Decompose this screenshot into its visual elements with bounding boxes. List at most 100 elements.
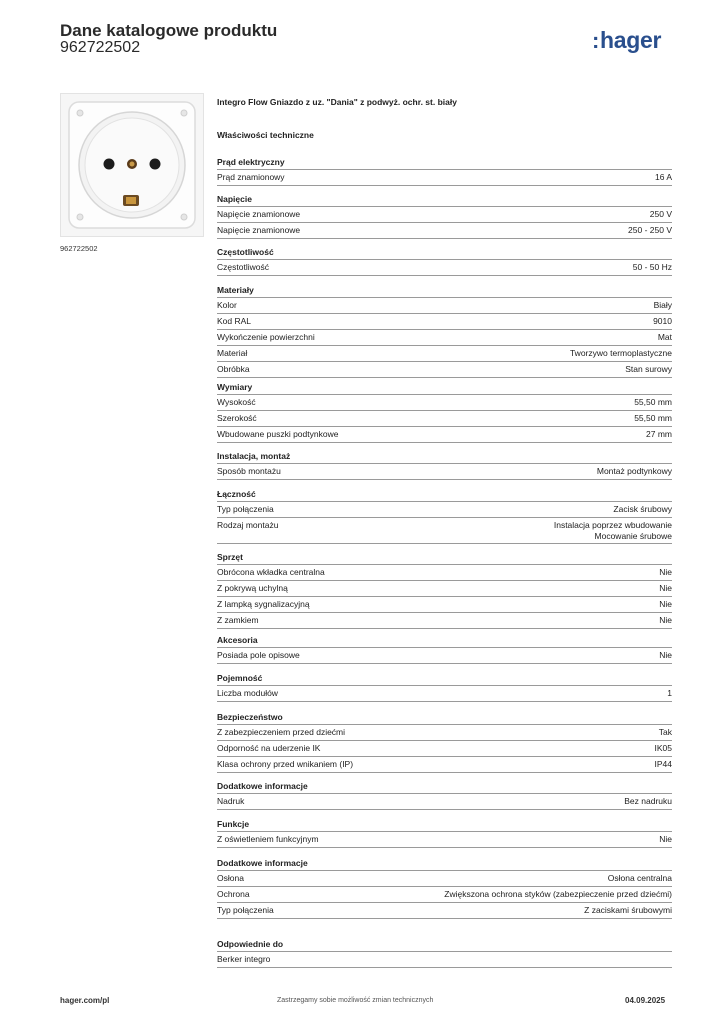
table-row: Szerokość 55,50 mm: [217, 411, 672, 427]
row-label: Rodzaj montażu: [217, 520, 279, 530]
section-title: Prąd elektryczny: [217, 155, 672, 170]
section-title: Sprzęt: [217, 550, 672, 565]
image-caption: 962722502: [60, 244, 98, 253]
row-value: 55,50 mm: [634, 413, 672, 423]
row-value: 27 mm: [646, 429, 672, 439]
row-value: Nie: [659, 650, 672, 660]
table-row: Wysokość 55,50 mm: [217, 395, 672, 411]
row-label: Ochrona: [217, 889, 250, 899]
row-label: Odporność na uderzenie IK: [217, 743, 321, 753]
product-image: [60, 93, 204, 237]
section-title: Łączność: [217, 487, 672, 502]
row-label: Materiał: [217, 348, 248, 358]
row-label: Sposób montażu: [217, 466, 281, 476]
row-label: Klasa ochrony przed wnikaniem (IP): [217, 759, 354, 769]
properties-title: Właściwości techniczne: [217, 130, 314, 140]
row-value: Z zaciskami śrubowymi: [584, 905, 672, 915]
product-title: Integro Flow Gniazdo z uz. "Dania" z pod…: [217, 97, 457, 107]
row-label: Osłona: [217, 873, 244, 883]
row-value: 250 - 250 V: [628, 225, 672, 235]
row-label: Berker integro: [217, 954, 271, 964]
row-label: Wbudowane puszki podtynkowe: [217, 429, 339, 439]
table-row: Rodzaj montażu Instalacja poprzez wbudowa…: [217, 518, 672, 544]
row-label: Wysokość: [217, 397, 256, 407]
row-value: Osłona centralna: [607, 873, 672, 883]
row-value: Montaż podtynkowy: [596, 466, 672, 476]
row-value: Stan surowy: [625, 364, 672, 374]
section-functions: Funkcje Z oświetleniem funkcyjnym Nie: [217, 817, 672, 848]
row-label: Liczba modułów: [217, 688, 278, 698]
row-label: Napięcie znamionowe: [217, 225, 301, 235]
table-row: Z lampką sygnalizacyjną Nie: [217, 597, 672, 613]
logo-text: hager: [600, 27, 662, 53]
section-title: Dodatkowe informacje: [217, 779, 672, 794]
row-value: 1: [667, 688, 672, 698]
row-value: Nie: [659, 834, 672, 844]
table-row: Liczba modułów 1: [217, 686, 672, 702]
section-current: Prąd elektryczny Prąd znamionowy 16 A: [217, 155, 672, 186]
section-title: Wymiary: [217, 380, 672, 395]
row-label: Nadruk: [217, 796, 245, 806]
row-value: Nie: [659, 599, 672, 609]
row-value: 16 A: [654, 172, 672, 182]
table-row: Klasa ochrony przed wnikaniem (IP) IP44: [217, 757, 672, 773]
row-label: Napięcie znamionowe: [217, 209, 301, 219]
section-title: Odpowiednie do: [217, 937, 672, 952]
section-title: Akcesoria: [217, 633, 672, 648]
row-value: 250 V: [649, 209, 672, 219]
table-row: Sposób montażu Montaż podtynkowy: [217, 464, 672, 480]
section-suitable-for: Odpowiednie do Berker integro: [217, 937, 672, 968]
section-title: Funkcje: [217, 817, 672, 832]
row-label: Kod RAL: [217, 316, 252, 326]
row-label: Typ połączenia: [217, 504, 274, 514]
row-value-line: Mocowanie śrubowe: [594, 531, 672, 541]
row-value: Biały: [653, 300, 672, 310]
row-value: IP44: [654, 759, 673, 769]
section-title: Częstotliwość: [217, 245, 672, 260]
table-row: Prąd znamionowy 16 A: [217, 170, 672, 186]
row-value-line: Instalacja poprzez wbudowanie: [553, 520, 672, 530]
table-row: Z pokrywą uchylną Nie: [217, 581, 672, 597]
page-title: Dane katalogowe produktu: [60, 21, 278, 40]
section-additional-info-2: Dodatkowe informacje Osłona Osłona centra…: [217, 856, 672, 919]
row-label: Z pokrywą uchylną: [217, 583, 288, 593]
row-value: Nie: [659, 583, 672, 593]
table-row: Kod RAL 9010: [217, 314, 672, 330]
row-value: Tak: [658, 727, 672, 737]
section-voltage: Napięcie Napięcie znamionowe 250 V Napięc…: [217, 192, 672, 239]
section-title: Instalacja, montaż: [217, 449, 672, 464]
row-label: Częstotliwość: [217, 262, 269, 272]
row-label: Kolor: [217, 300, 237, 310]
section-title: Bezpieczeństwo: [217, 710, 672, 725]
table-row: Napięcie znamionowe 250 - 250 V: [217, 223, 672, 239]
hager-logo[interactable]: :hager: [592, 27, 662, 53]
footer-disclaimer: Zastrzegamy sobie możliwość zmian techni…: [277, 997, 434, 1004]
section-safety: Bezpieczeństwo Z zabezpieczeniem przed d…: [217, 710, 672, 773]
socket-icon: [61, 94, 203, 236]
row-label: Szerokość: [217, 413, 257, 423]
section-title: Dodatkowe informacje: [217, 856, 672, 871]
row-value: Zwiększona ochrona styków (zabezpieczeni…: [444, 889, 672, 899]
row-label: Z lampką sygnalizacyjną: [217, 599, 310, 609]
row-label: Wykończenie powierzchni: [217, 332, 315, 342]
row-value: 55,50 mm: [634, 397, 672, 407]
row-value: 50 - 50 Hz: [632, 262, 672, 272]
row-label: Prąd znamionowy: [217, 172, 285, 182]
table-row: Częstotliwość 50 - 50 Hz: [217, 260, 672, 276]
row-label: Z oświetleniem funkcyjnym: [217, 834, 319, 844]
footer-website-link[interactable]: hager.com/pl: [60, 996, 110, 1005]
section-title: Napięcie: [217, 192, 672, 207]
row-value: Nie: [659, 615, 672, 625]
row-value: 9010: [653, 316, 672, 326]
